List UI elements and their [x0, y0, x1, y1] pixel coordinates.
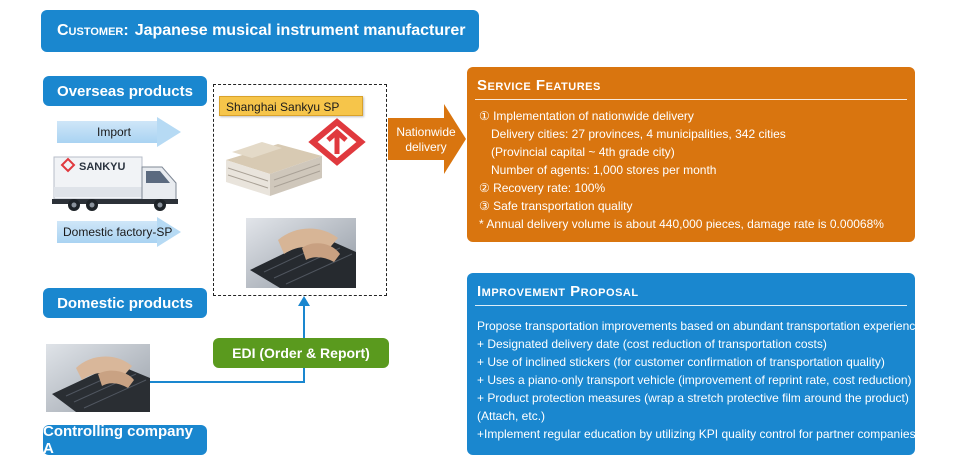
truck-logo-icon	[60, 157, 76, 173]
truck-brand: SANKYU	[79, 161, 126, 173]
keyboard-image-center	[246, 218, 356, 288]
controlling-company-label: Controlling company A	[43, 423, 207, 457]
warehouse-building-image	[226, 142, 322, 196]
nationwide-delivery-arrow	[388, 104, 466, 174]
ip-line-6: (Attach, etc.)	[477, 409, 546, 423]
service-features-title: Service Features	[477, 77, 601, 94]
nationwide-line-1: Nationwide	[396, 125, 456, 139]
sf-line-2: Delivery cities: 27 provinces, 4 municip…	[491, 127, 786, 141]
warehouse-box	[213, 84, 387, 296]
service-features-rule	[475, 99, 907, 100]
sf-line-1: ① Implementation of nationwide delivery	[479, 109, 694, 123]
customer-banner: Customer: Japanese musical instrument ma…	[41, 10, 479, 52]
import-label: Import	[97, 125, 132, 139]
sf-line-6: ③ Safe transportation quality	[479, 199, 633, 213]
customer-label: Customer:	[57, 22, 129, 39]
domestic-factory-label: Domestic factory-SP	[63, 225, 173, 239]
ip-line-2: + Designated delivery date (cost reducti…	[477, 337, 827, 351]
edi-connector	[150, 296, 310, 383]
domestic-factory-arrow: Domestic factory-SP	[57, 217, 181, 247]
overseas-products-label: Overseas products	[43, 76, 207, 106]
service-features-panel: Service Features ① Implementation of nat…	[467, 67, 915, 242]
sf-line-3: (Provincial capital ~ 4th grade city)	[491, 145, 675, 159]
ip-line-3: + Use of inclined stickers (for customer…	[477, 355, 885, 369]
improvement-proposal-title: Improvement Proposal	[477, 283, 639, 300]
nationwide-line-2: delivery	[405, 140, 447, 154]
improvement-proposal-panel: Improvement Proposal Propose transportat…	[467, 273, 922, 455]
improvement-proposal-rule	[475, 305, 907, 306]
sf-line-7: * Annual delivery volume is about 440,00…	[479, 217, 884, 231]
ip-line-1: Propose transportation improvements base…	[477, 319, 922, 333]
sf-line-5: ② Recovery rate: 100%	[479, 181, 606, 195]
import-arrow: Import	[57, 117, 181, 147]
ip-line-5: + Product protection measures (wrap a st…	[477, 391, 909, 405]
ip-line-4: + Uses a piano-only transport vehicle (i…	[477, 373, 912, 387]
customer-name: Japanese musical instrument manufacturer	[134, 22, 466, 39]
domestic-products-label: Domestic products	[43, 288, 207, 318]
edi-label: EDI (Order & Report)	[213, 338, 389, 368]
ip-line-7: +Implement regular education by utilizin…	[477, 427, 916, 441]
keyboard-image-small	[46, 344, 150, 412]
nationwide-delivery-label: Nationwide delivery	[390, 125, 462, 155]
warehouse-sticker: Shanghai Sankyu SP	[219, 96, 363, 116]
sankyu-logo-icon	[308, 118, 366, 166]
truck-image: SANKYU	[52, 156, 178, 211]
sf-line-4: Number of agents: 1,000 stores per month	[491, 163, 717, 177]
